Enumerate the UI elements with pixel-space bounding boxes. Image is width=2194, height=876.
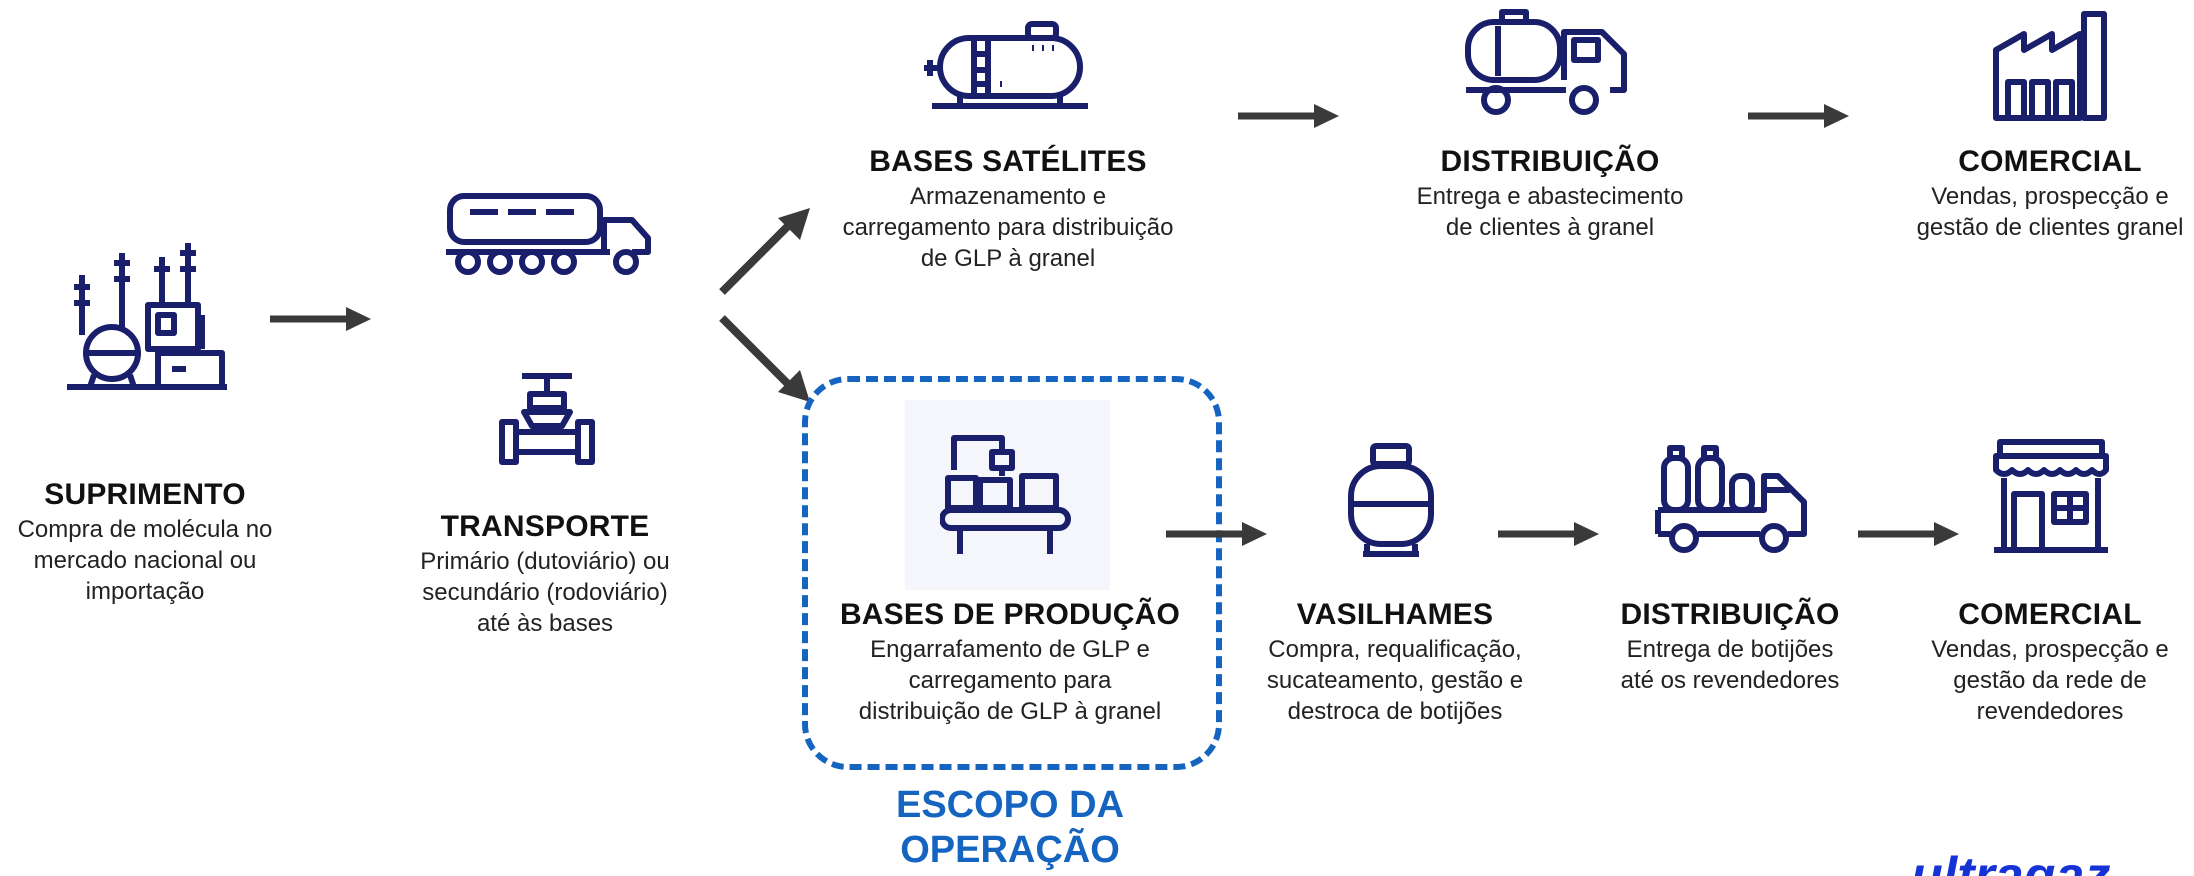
node-description: Entrega e abastecimento de clientes à gr…: [1380, 181, 1720, 243]
node-distribuicao-granel: DISTRIBUIÇÃO Entrega e abastecimento de …: [1380, 145, 1720, 243]
node-bases-satelites: BASES SATÉLITES Armazenamento e carregam…: [818, 145, 1198, 274]
node-vasilhames: VASILHAMES Compra, requalificação, sucat…: [1240, 598, 1550, 727]
node-description: Vendas, prospecção e gestão da rede de r…: [1905, 634, 2194, 727]
node-title: TRANSPORTE: [440, 510, 650, 543]
desc-line: revendedores: [1976, 698, 2124, 725]
company-logo: ultragaz: [1911, 852, 2110, 876]
arrow-down-right-icon: [719, 315, 810, 402]
scope-label-line: OPERAÇÃO: [900, 829, 1120, 871]
desc-line: Entrega e abastecimento: [1416, 183, 1684, 210]
node-bases-producao: BASES DE PRODUÇÃO Engarrafamento de GLP …: [820, 598, 1200, 727]
desc-line: de clientes à granel: [1445, 214, 1655, 241]
node-title: BASES SATÉLITES: [869, 145, 1147, 178]
desc-line: Primário (dutoviário) ou: [420, 548, 670, 575]
tanker-truck-icon: [446, 193, 651, 275]
logo-container: ultragaz: [1905, 852, 2194, 876]
desc-line: gestão da rede de: [1953, 667, 2147, 694]
desc-line: Vendas, prospecção e: [1931, 183, 2169, 210]
desc-line: de GLP à granel: [920, 245, 1096, 272]
store-icon: [1993, 439, 2109, 553]
node-comercial-granel: COMERCIAL Vendas, prospecção e gestão de…: [1905, 145, 2194, 243]
arrow-right-icon: [1238, 104, 1339, 128]
desc-line: importação: [85, 578, 205, 605]
desc-line: Compra de molécula no: [17, 516, 273, 543]
scope-label: ESCOPO DA OPERAÇÃO: [830, 783, 1190, 873]
desc-line: Engarrafamento de GLP e: [870, 636, 1150, 663]
factory-icon: [1993, 11, 2107, 121]
desc-line: gestão de clientes granel: [1916, 214, 2184, 241]
node-transporte: TRANSPORTE Primário (dutoviário) ou secu…: [395, 510, 695, 639]
arrow-right-icon: [270, 307, 371, 331]
node-description: Compra de molécula no mercado nacional o…: [0, 514, 290, 607]
node-title: DISTRIBUIÇÃO: [1440, 145, 1660, 178]
desc-line: mercado nacional ou: [33, 547, 257, 574]
arrow-right-icon: [1748, 104, 1849, 128]
arrow-right-icon: [1498, 522, 1599, 546]
node-distribuicao-botijoes: DISTRIBUIÇÃO Entrega de botijões até os …: [1580, 598, 1880, 696]
cylinder-truck-icon: [1655, 445, 1807, 553]
desc-line: Compra, requalificação,: [1268, 636, 1522, 663]
node-suprimento: SUPRIMENTO Compra de molécula no mercado…: [0, 478, 290, 607]
bulk-truck-icon: [1465, 9, 1627, 115]
pipeline-valve-icon: [499, 373, 595, 465]
arrow-right-icon: [1166, 522, 1267, 546]
node-title: VASILHAMES: [1296, 598, 1494, 631]
bottling-line-icon: [940, 435, 1071, 554]
storage-tank-icon: [924, 21, 1088, 109]
arrow-up-right-icon: [719, 208, 810, 295]
desc-line: carregamento para: [908, 667, 1112, 694]
scope-label-line: ESCOPO DA: [895, 784, 1125, 826]
desc-line: secundário (rodoviário): [422, 579, 668, 606]
node-description: Compra, requalificação, sucateamento, ge…: [1240, 634, 1550, 727]
node-description: Armazenamento e carregamento para distri…: [818, 181, 1198, 274]
node-title: COMERCIAL: [1958, 598, 2142, 631]
scope-highlight-box: [802, 376, 1222, 770]
desc-line: Entrega de botijões: [1626, 636, 1834, 663]
refinery-icon: [67, 243, 227, 390]
node-title: SUPRIMENTO: [44, 478, 246, 511]
node-description: Primário (dutoviário) ou secundário (rod…: [395, 546, 695, 639]
desc-line: até os revendedores: [1620, 667, 1840, 694]
node-description: Entrega de botijões até os revendedores: [1580, 634, 1880, 696]
node-title: COMERCIAL: [1958, 145, 2142, 178]
node-comercial-revenda: COMERCIAL Vendas, prospecção e gestão da…: [1905, 598, 2194, 727]
desc-line: até às bases: [476, 610, 614, 637]
desc-line: distribuição de GLP à granel: [858, 698, 1162, 725]
node-title: BASES DE PRODUÇÃO: [839, 598, 1181, 631]
desc-line: destroca de botijões: [1287, 698, 1503, 725]
arrow-right-icon: [1858, 522, 1959, 546]
gas-cylinder-icon: [1348, 443, 1434, 557]
desc-line: sucateamento, gestão e: [1266, 667, 1524, 694]
desc-line: carregamento para distribuição: [842, 214, 1174, 241]
node-description: Engarrafamento de GLP e carregamento par…: [820, 634, 1200, 727]
desc-line: Vendas, prospecção e: [1931, 636, 2169, 663]
desc-line: Armazenamento e: [909, 183, 1107, 210]
node-title: DISTRIBUIÇÃO: [1620, 598, 1840, 631]
node-description: Vendas, prospecção e gestão de clientes …: [1905, 181, 2194, 243]
